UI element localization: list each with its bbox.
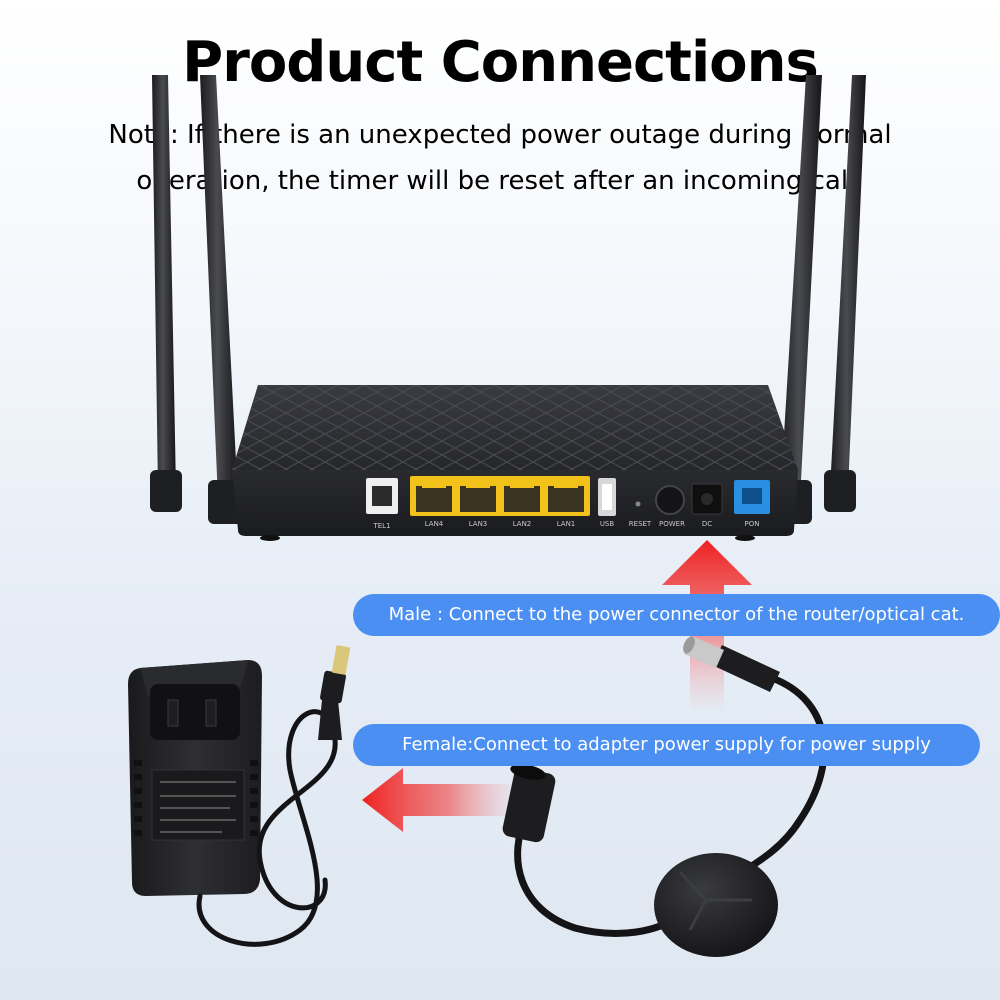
timer-cable bbox=[502, 636, 828, 957]
label-tel1: TEL1 bbox=[372, 522, 390, 530]
callout-male: Male : Connect to the power connector of… bbox=[353, 594, 1000, 636]
note-text: Note: If there is an unexpected power ou… bbox=[60, 112, 940, 204]
note-line-2: operation, the timer will be reset after… bbox=[136, 166, 864, 196]
label-lan4: LAN4 bbox=[425, 520, 444, 528]
label-lan2: LAN2 bbox=[513, 520, 532, 528]
antenna-right-outer bbox=[830, 75, 866, 490]
router: TEL1 LAN4 LAN3 LAN2 LAN1 USB RESET POWER… bbox=[232, 385, 798, 541]
label-pon: PON bbox=[745, 520, 760, 528]
power-adapter bbox=[128, 660, 262, 896]
callout-female: Female:Connect to adapter power supply f… bbox=[353, 724, 980, 766]
adapter-cable bbox=[196, 645, 351, 947]
reset-hole bbox=[635, 501, 641, 507]
adapter-plug-face bbox=[150, 684, 240, 740]
adapter-spec-label bbox=[151, 769, 245, 841]
power-button bbox=[655, 485, 685, 515]
antenna-left-inner bbox=[200, 75, 238, 500]
antenna-right-inner bbox=[780, 75, 822, 500]
male-plug bbox=[683, 636, 780, 692]
label-lan1: LAN1 bbox=[557, 520, 576, 528]
label-dc: DC bbox=[702, 520, 712, 528]
label-usb: USB bbox=[600, 520, 615, 528]
note-line-1: Note: If there is an unexpected power ou… bbox=[108, 120, 892, 150]
antenna-left-outer bbox=[152, 75, 176, 490]
adapter-plug-tip bbox=[331, 645, 351, 675]
left-arrow-icon bbox=[362, 768, 520, 832]
label-reset: RESET bbox=[629, 520, 652, 528]
female-plug bbox=[502, 764, 556, 843]
lan-ports bbox=[410, 476, 590, 516]
label-lan3: LAN3 bbox=[469, 520, 488, 528]
label-power: POWER bbox=[659, 520, 685, 528]
timer-puck bbox=[654, 853, 778, 957]
page-title: Product Connections bbox=[182, 30, 819, 95]
